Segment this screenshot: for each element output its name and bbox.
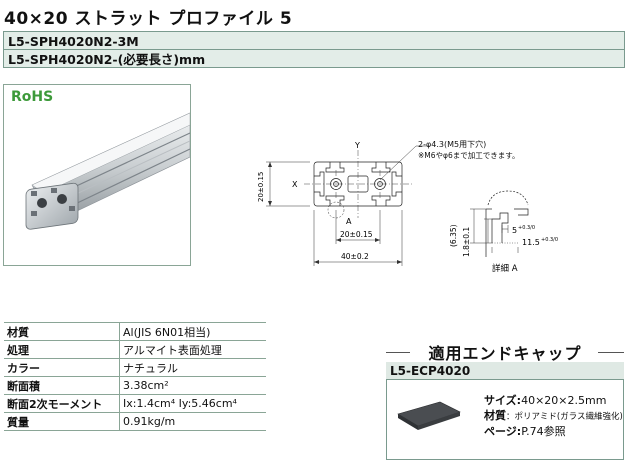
product-photo: RoHS (3, 84, 191, 266)
detail-dim-11-5-tol: +0.3/0 (541, 237, 558, 243)
spec-label: カラー (4, 358, 120, 377)
spec-label: 処理 (4, 340, 120, 359)
spec-value: Al(JIS 6N01相当) (119, 322, 266, 341)
endcap-heading-rule-left (386, 352, 410, 353)
detail-a-drawing: (6.35) 1.8±0.1 5 +0.3/0 11.5 +0.3/0 詳細 A (449, 190, 558, 274)
table-row: 材質 Al(JIS 6N01相当) (4, 322, 266, 341)
spec-value: 3.38cm² (119, 376, 266, 395)
table-row: 断面2次モーメント Ix:1.4cm⁴ Iy:5.46cm⁴ (4, 394, 266, 413)
spec-value: アルマイト表面処理 (119, 340, 266, 359)
table-row: 処理 アルマイト表面処理 (4, 340, 266, 359)
endcap-material-label: 材質 (484, 409, 506, 422)
axis-y-label: Y (354, 141, 360, 150)
part-number-3m: L5-SPH4020N2-3M (3, 31, 625, 50)
detail-dim-5: 5 (512, 226, 517, 235)
table-row: カラー ナチュラル (4, 358, 266, 377)
hole-note-2: ※M6やφ6まで加工できます。 (418, 151, 520, 160)
detail-dim-11-5: 11.5 (522, 238, 540, 247)
spec-label: 断面積 (4, 376, 120, 395)
detail-label: 詳細 A (492, 263, 518, 274)
part-number-custom: L5-SPH4020N2-(必要長さ)mm (3, 49, 625, 68)
rohs-logo: RoHS (11, 89, 54, 105)
detail-dim-6-35: (6.35) (449, 224, 458, 247)
spec-table: 材質 Al(JIS 6N01相当) 処理 アルマイト表面処理 カラー ナチュラル… (4, 322, 266, 431)
endcap-heading: 適用エンドキャップ (428, 344, 582, 363)
dim-width: 40±0.2 (341, 252, 369, 261)
endcap-part-number: L5-ECP4020 (386, 362, 624, 380)
dim-height: 20±0.15 (257, 172, 265, 202)
spec-label: 質量 (4, 412, 120, 431)
endcap-page: ページ:P.74参照 (484, 423, 566, 439)
table-row: 断面積 3.38cm² (4, 376, 266, 395)
detail-dim-5-tol: +0.3/0 (518, 225, 535, 231)
endcap-image (397, 401, 461, 430)
endcap-page-label: ページ: (484, 425, 522, 438)
page-title: 40×20 ストラット プロファイル 5 (4, 9, 293, 29)
spec-value: 0.91kg/m (119, 412, 266, 431)
detail-a-marker: A (346, 217, 352, 226)
spec-value: ナチュラル (119, 358, 266, 377)
cross-section-drawing: Y X A 20±0.15 20±0.15 40±0.2 (257, 141, 430, 266)
extrusion-image (25, 112, 190, 230)
endcap-page-link[interactable]: P.74参照 (521, 425, 566, 438)
spec-value: Ix:1.4cm⁴ Iy:5.46cm⁴ (119, 394, 266, 413)
detail-dim-1-8: 1.8±0.1 (462, 227, 471, 257)
endcap-material-value: ：ポリアミド(ガラス繊維強化) (506, 412, 623, 422)
dim-inner: 20±0.15 (340, 230, 373, 239)
endcap-size-value: 40×20×2.5mm (521, 394, 607, 407)
axis-x-label: X (292, 180, 298, 189)
endcap-size-label: サイズ: (484, 394, 522, 407)
spec-label: 材質 (4, 322, 120, 341)
hole-note: 2-φ4.3(M5用下穴) (418, 140, 487, 149)
endcap-size: サイズ:40×20×2.5mm (484, 392, 606, 408)
spec-label: 断面2次モーメント (4, 394, 120, 413)
endcap-heading-rule-right (598, 352, 624, 353)
endcap-material: 材質：ポリアミド(ガラス繊維強化) (484, 407, 623, 423)
table-row: 質量 0.91kg/m (4, 412, 266, 431)
